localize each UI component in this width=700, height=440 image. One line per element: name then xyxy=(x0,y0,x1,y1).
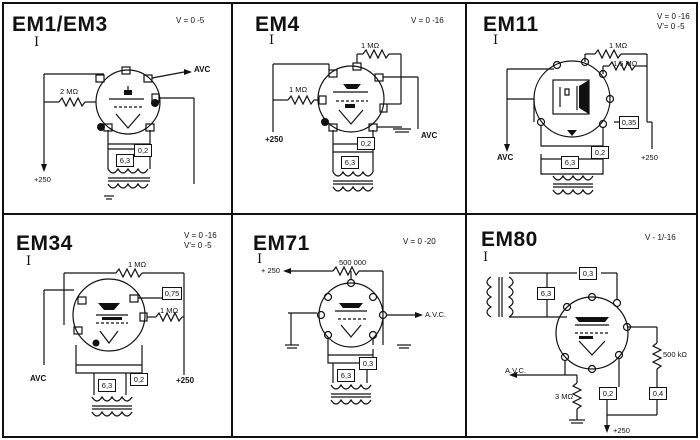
avc-label: AVC xyxy=(421,131,438,140)
resistor-1-label: 1 MΩ xyxy=(609,41,628,50)
resistor-2-label: 1,5 MΩ xyxy=(613,59,638,68)
avc-label: AVC xyxy=(30,374,47,383)
heater-voltage-box: 6,3 xyxy=(98,379,116,392)
panel-title: EM34 xyxy=(16,232,73,255)
roman-numeral: I xyxy=(257,252,263,267)
avc-label: AVC xyxy=(194,65,211,74)
panel-em11: EM11 I V = 0 -16 V'= 0 -5 xyxy=(465,2,698,215)
right-resistor-label: 500 kΩ xyxy=(663,350,687,359)
panel-em80: EM80 I V - 1/-16 xyxy=(465,213,698,438)
heater-voltage-box: 6,3 xyxy=(337,369,355,382)
resistor-label: 500 000 xyxy=(339,258,367,267)
schematic-em4 xyxy=(272,48,419,192)
voltage-range: V = 0 -5 xyxy=(176,16,205,25)
panel-title: EM1/EM3 xyxy=(12,13,108,36)
roman-numeral: I xyxy=(269,33,275,48)
supply-label: +250 xyxy=(265,135,284,144)
heater-current-box: 0,2 xyxy=(130,373,148,386)
heater-voltage-box: 6,3 xyxy=(341,156,359,169)
heater-voltage-box: 6,3 xyxy=(537,287,555,300)
resistor-label: 2 MΩ xyxy=(60,87,79,96)
heater-voltage-box: 6,3 xyxy=(116,154,134,167)
resistor-1-label: 1 MΩ xyxy=(128,260,147,269)
resistor-box: 0,35 xyxy=(619,116,639,129)
resistor-box: 0,75 xyxy=(162,287,182,300)
supply-label: +250 xyxy=(641,153,658,162)
voltage-range: V = 0 -16 xyxy=(411,16,444,25)
heater-voltage-box: 6,3 xyxy=(561,156,579,169)
resistor-2-label: 1 MΩ xyxy=(160,306,179,315)
avc-label: A.V.C. xyxy=(505,366,526,375)
voltage-range-1: V = 0 -16 xyxy=(657,12,690,21)
schematic-em11 xyxy=(504,48,653,195)
panel-title: EM4 xyxy=(255,13,300,36)
panel-em34: EM34 I V = 0 -16 V'= 0 -5 xyxy=(2,213,233,438)
roman-numeral: I xyxy=(26,254,32,269)
schematic-em71 xyxy=(283,265,423,405)
voltage-range-2: V'= 0 -5 xyxy=(657,22,685,31)
left-resistor-label: 3 MΩ xyxy=(555,392,574,401)
box-0-2: 0,2 xyxy=(599,387,617,400)
voltage-range: V - 1/-16 xyxy=(645,233,676,242)
resistor-2-label: 1 MΩ xyxy=(289,85,308,94)
panel-em4: EM4 I V = 0 -16 xyxy=(231,2,467,215)
heater-current-box: 0,2 xyxy=(357,137,375,150)
heater-current-box: 0,3 xyxy=(359,357,377,370)
roman-numeral: I xyxy=(34,35,40,50)
schematic-em80 xyxy=(486,272,663,433)
supply-label: +250 xyxy=(176,376,195,385)
supply-label: + 250 xyxy=(261,266,280,275)
roman-numeral: I xyxy=(483,250,489,265)
supply-label: +250 xyxy=(34,175,51,184)
box-0-4: 0,4 xyxy=(649,387,667,400)
heater-current-box: 0,2 xyxy=(591,146,609,159)
voltage-range-2: V'= 0 -5 xyxy=(184,241,212,250)
voltage-range-1: V = 0 -16 xyxy=(184,231,217,240)
schematic-em34 xyxy=(43,267,185,417)
roman-numeral: I xyxy=(493,33,499,48)
supply-label: +250 xyxy=(613,426,630,435)
avc-label: AVC xyxy=(497,153,514,162)
voltage-range: V = 0 -20 xyxy=(403,237,436,246)
top-box: 0,3 xyxy=(579,267,597,280)
panel-em71: EM71 I V = 0 -20 xyxy=(231,213,467,438)
heater-current-box: 0,2 xyxy=(134,144,152,157)
panel-title: EM71 xyxy=(253,232,310,255)
avc-label: A.V.C. xyxy=(425,310,446,319)
panel-title: EM80 xyxy=(481,228,538,251)
panel-title: EM11 xyxy=(483,13,539,36)
panel-em1-em3: EM1/EM3 I V = 0 -5 xyxy=(2,2,233,215)
resistor-1-label: 1 MΩ xyxy=(361,41,380,50)
